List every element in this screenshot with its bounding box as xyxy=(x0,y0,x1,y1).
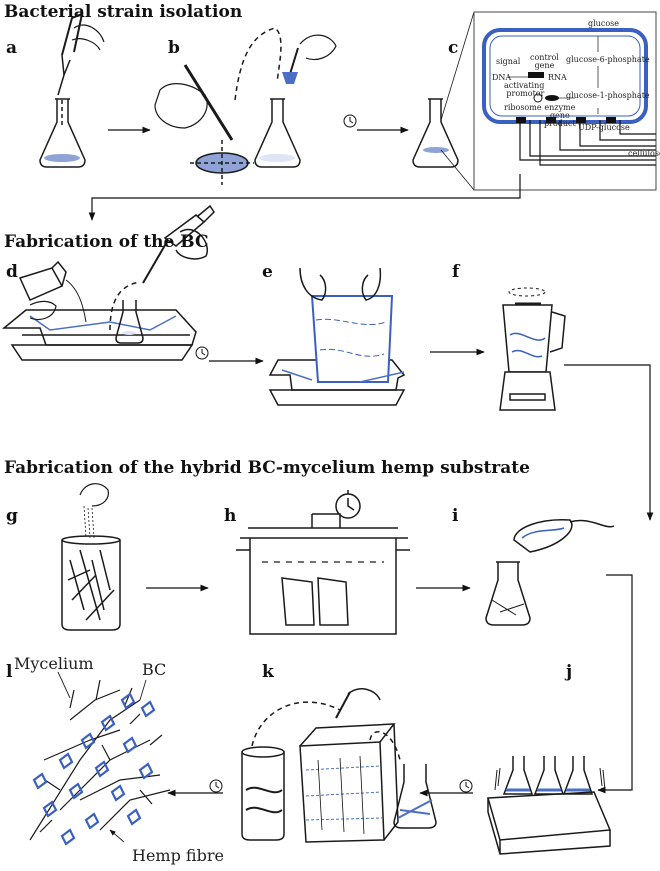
bacterial-cell-membrane xyxy=(482,28,648,124)
panel-label-c: c xyxy=(448,38,459,58)
timer-icon-3 xyxy=(459,779,473,793)
timer-icon-4 xyxy=(209,779,223,793)
timer-icon xyxy=(343,114,357,128)
panel-f-illustration xyxy=(499,287,566,411)
panel-label-d: d xyxy=(6,262,18,282)
pathway-cellulose: cellulose xyxy=(628,149,660,158)
pathway-ribosome: ribosome xyxy=(504,103,542,112)
panel-label-l: l xyxy=(6,662,13,682)
callout-lines xyxy=(57,671,147,843)
arrow-f-to-i xyxy=(564,364,654,521)
panel-d-illustration xyxy=(1,204,215,361)
panel-b-illustration xyxy=(154,27,337,185)
cellulose-strands xyxy=(519,120,656,166)
panel-label-a: a xyxy=(6,38,18,58)
membrane-pores xyxy=(516,117,616,123)
pathway-udp: UDP-glucose xyxy=(578,123,630,132)
pathway-dna: DNA xyxy=(492,73,512,82)
section-title-bc: Fabrication of the BC xyxy=(4,232,209,252)
panel-g-illustration xyxy=(61,483,121,631)
panel-h-illustration xyxy=(236,490,410,635)
panel-label-h: h xyxy=(224,506,237,526)
panel-label-b: b xyxy=(168,38,180,58)
section-title-bacterial: Bacterial strain isolation xyxy=(4,2,243,22)
pathway-glucose: glucose xyxy=(588,19,619,28)
arrow-i-to-j xyxy=(597,574,633,794)
callout-mycelium: Mycelium xyxy=(14,654,94,673)
panel-label-i: i xyxy=(452,506,459,526)
pathway-enzyme: enzyme gene product xyxy=(544,103,576,128)
callout-hemp: Hemp fibre xyxy=(132,846,224,865)
panel-e-illustration xyxy=(268,267,406,406)
arrow-c-to-d xyxy=(88,174,521,221)
panel-label-f: f xyxy=(452,262,460,282)
panel-l-illustration xyxy=(29,679,171,841)
timer-icon-2 xyxy=(195,346,209,360)
ribosome-icon xyxy=(533,93,543,103)
panel-label-g: g xyxy=(6,506,18,526)
pathway-signal: signal xyxy=(496,57,521,66)
panel-label-k: k xyxy=(262,662,274,682)
panel-c-illustration xyxy=(412,11,475,191)
enzyme-icon xyxy=(545,95,559,101)
bc-fragments xyxy=(32,692,156,846)
callout-bc: BC xyxy=(142,660,167,679)
cell-zoom-box xyxy=(473,11,657,191)
pathway-g1p: glucose-1-phosphate xyxy=(566,91,650,100)
section-title-hybrid: Fabrication of the hybrid BC-mycelium he… xyxy=(4,458,530,478)
pathway-rna: RNA xyxy=(548,73,567,82)
panel-label-e: e xyxy=(262,262,273,282)
pathway-g6p: glucose-6-phosphate xyxy=(566,55,650,64)
panel-k-illustration xyxy=(241,688,437,843)
panel-a-illustration xyxy=(39,12,105,168)
panel-i-illustration xyxy=(485,519,615,626)
panel-j-illustration xyxy=(487,756,612,855)
pathway-activating-promoter: activating promoter xyxy=(504,81,545,98)
panel-label-j: j xyxy=(566,662,573,682)
pathway-control-gene: control gene xyxy=(530,53,559,70)
bacterial-cell-inner-membrane xyxy=(489,35,641,117)
control-gene-block xyxy=(528,72,544,78)
pathway-arrows xyxy=(508,36,599,114)
